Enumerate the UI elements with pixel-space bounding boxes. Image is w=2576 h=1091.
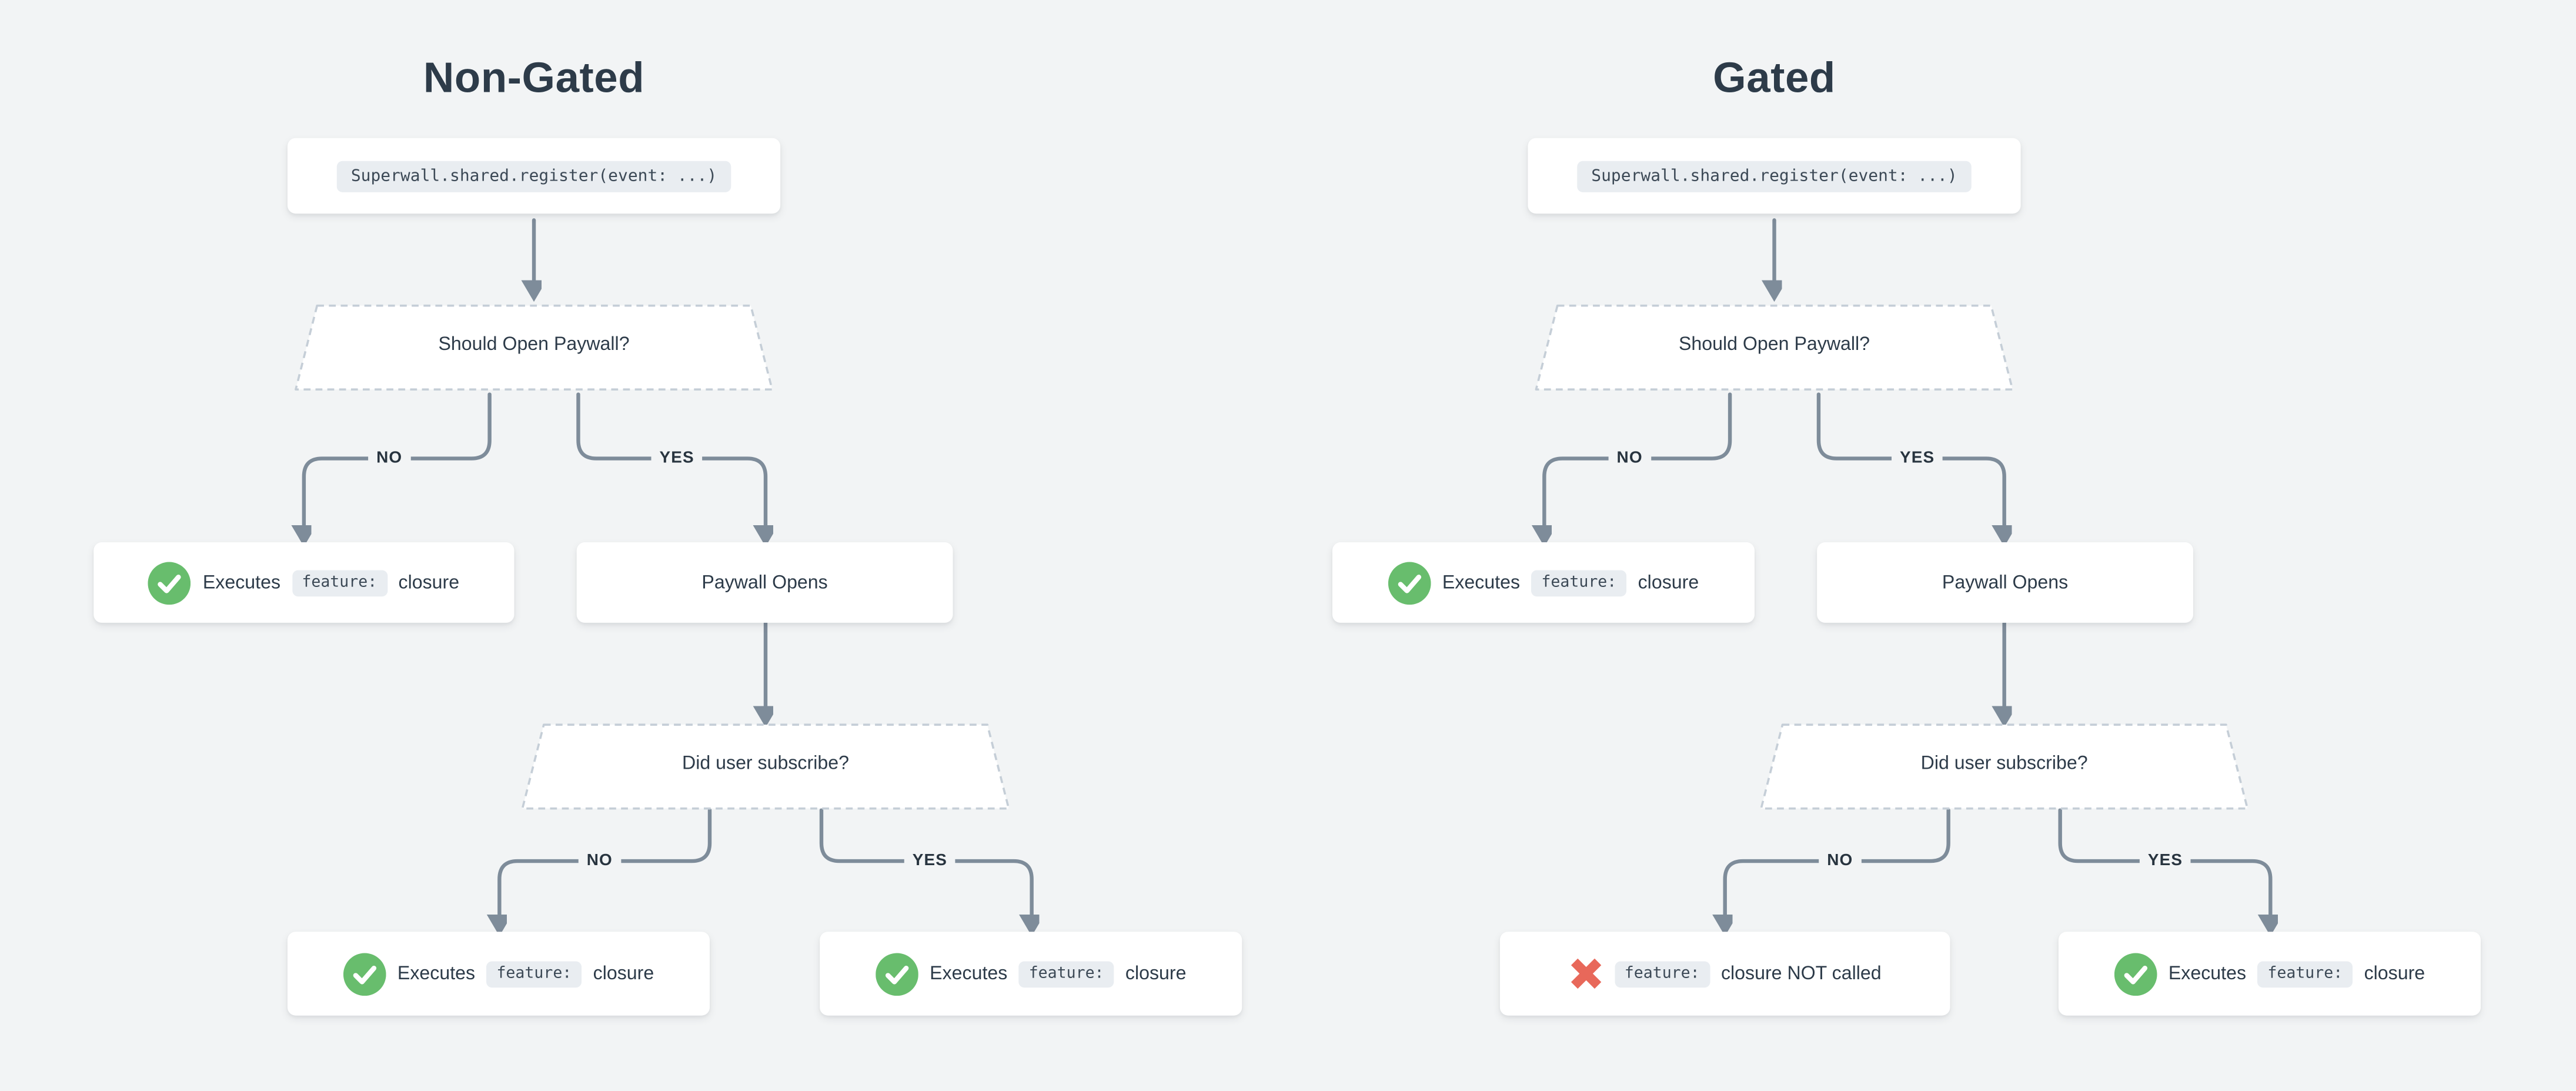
decision-label: Should Open Paywall? bbox=[1678, 335, 1870, 355]
cross-icon bbox=[1569, 956, 1603, 991]
node-gated-outcome-yes-executes-closure: Executes feature: closure bbox=[2058, 932, 2481, 1016]
node-nongated-paywall-opens: Paywall Opens bbox=[576, 542, 953, 623]
node-text: Executes bbox=[1442, 572, 1521, 593]
code-chip: feature: bbox=[1018, 960, 1114, 987]
node-gated-register-code: Superwall.shared.register(event: ...) bbox=[1528, 138, 2021, 214]
code-chip: feature: bbox=[1615, 960, 1710, 987]
node-nongated-register-code: Superwall.shared.register(event: ...) bbox=[287, 138, 781, 214]
node-text: Executes bbox=[397, 963, 476, 984]
check-icon bbox=[148, 561, 192, 604]
node-text: closure bbox=[2364, 963, 2425, 984]
trapezoid-shape bbox=[1535, 304, 2014, 391]
edge-label-no: NO bbox=[368, 448, 411, 469]
code-snippet: Superwall.shared.register(event: ...) bbox=[336, 160, 732, 192]
node-nongated-outcome-yes-executes-closure: Executes feature: closure bbox=[820, 932, 1242, 1016]
node-text: Paywall Opens bbox=[701, 572, 828, 593]
check-icon bbox=[1388, 561, 1431, 604]
trapezoid-shape bbox=[1760, 723, 2249, 810]
edge-label-no: NO bbox=[1819, 850, 1862, 872]
flow-title-gated: Gated bbox=[1713, 52, 1836, 102]
flow-title-non-gated: Non-Gated bbox=[423, 52, 645, 102]
edge-label-yes: YES bbox=[904, 850, 956, 872]
node-text: Executes bbox=[930, 963, 1008, 984]
edge-label-yes: YES bbox=[2139, 850, 2191, 872]
check-icon bbox=[2114, 952, 2157, 995]
node-gated-outcome-no-closure-not-called: feature: closure NOT called bbox=[1499, 932, 1950, 1016]
node-text: Executes bbox=[2168, 963, 2247, 984]
check-icon bbox=[875, 952, 918, 995]
code-snippet: Superwall.shared.register(event: ...) bbox=[1576, 160, 1972, 192]
code-chip: feature: bbox=[486, 960, 582, 987]
node-nongated-executes-feature-closure: Executes feature: closure bbox=[93, 542, 514, 623]
decision-label: Should Open Paywall? bbox=[438, 335, 630, 355]
node-text: closure bbox=[398, 572, 460, 593]
decision-label: Did user subscribe? bbox=[681, 754, 849, 774]
edge-label-no: NO bbox=[1608, 448, 1651, 469]
code-chip: feature: bbox=[1531, 569, 1627, 596]
node-nongated-decision-should-open-paywall: Should Open Paywall? bbox=[294, 304, 774, 391]
code-chip: feature: bbox=[2257, 960, 2353, 987]
trapezoid-shape bbox=[521, 723, 1010, 810]
trapezoid-shape bbox=[295, 304, 773, 391]
node-nongated-outcome-no-executes-closure: Executes feature: closure bbox=[287, 932, 710, 1016]
node-text: Executes bbox=[202, 572, 281, 593]
node-gated-executes-feature-closure: Executes feature: closure bbox=[1332, 542, 1755, 623]
edge-label-yes: YES bbox=[651, 448, 703, 469]
node-text: closure bbox=[1125, 963, 1187, 984]
check-icon bbox=[343, 952, 386, 995]
node-text: closure bbox=[1638, 572, 1699, 593]
code-chip: feature: bbox=[292, 569, 387, 596]
edge-label-no: NO bbox=[578, 850, 621, 872]
node-nongated-decision-did-user-subscribe: Did user subscribe? bbox=[521, 723, 1011, 810]
node-text: closure NOT called bbox=[1720, 963, 1882, 984]
node-text: Paywall Opens bbox=[1942, 572, 2069, 593]
node-text: closure bbox=[593, 963, 654, 984]
node-gated-paywall-opens: Paywall Opens bbox=[1817, 542, 2193, 623]
node-gated-decision-did-user-subscribe: Did user subscribe? bbox=[1759, 723, 2249, 810]
decision-label: Did user subscribe? bbox=[1920, 754, 2088, 774]
node-gated-decision-should-open-paywall: Should Open Paywall? bbox=[1535, 304, 2014, 391]
edge-label-yes: YES bbox=[1891, 448, 1943, 469]
